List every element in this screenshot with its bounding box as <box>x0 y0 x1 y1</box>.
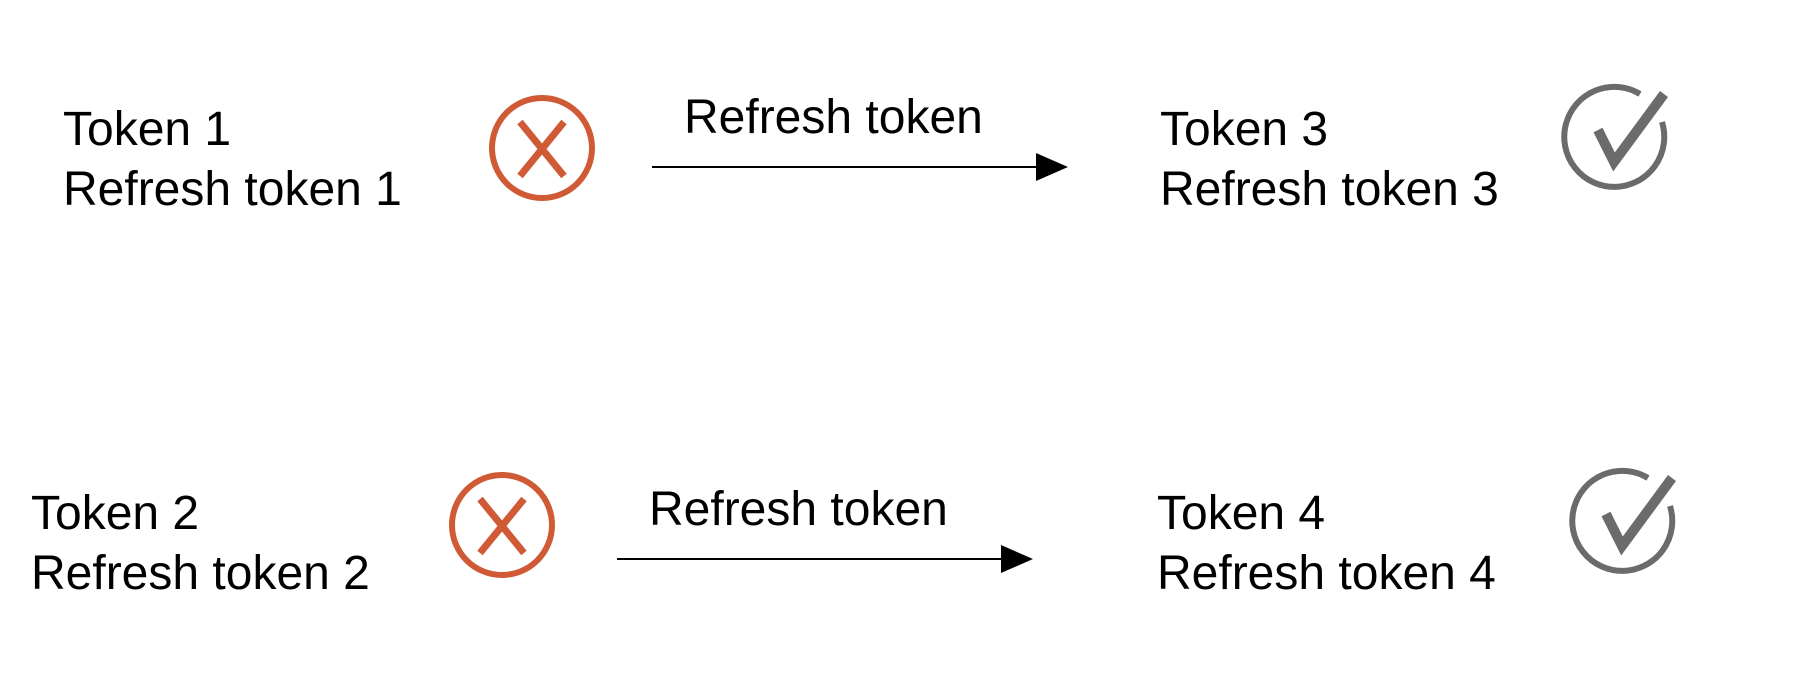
new-token-label: Token 3 <box>1160 103 1329 156</box>
old-token-block: Token 2 Refresh token 2 <box>31 484 370 604</box>
new-token-block: Token 4 Refresh token 4 <box>1157 484 1496 604</box>
old-refresh-token-label: Refresh token 1 <box>63 163 402 216</box>
old-token-block: Token 1 Refresh token 1 <box>63 100 402 220</box>
refresh-arrow <box>652 152 1068 182</box>
x-circle-icon <box>446 469 558 581</box>
refresh-arrow <box>617 544 1033 574</box>
old-token-label: Token 2 <box>31 487 200 540</box>
new-refresh-token-label: Refresh token 4 <box>1157 547 1496 600</box>
new-token-label: Token 4 <box>1157 487 1326 540</box>
refresh-action-label: Refresh token <box>649 483 948 536</box>
old-token-label: Token 1 <box>63 103 232 156</box>
check-circle-icon <box>1569 467 1684 580</box>
refresh-action-label: Refresh token <box>684 91 983 144</box>
check-circle-icon <box>1561 83 1676 196</box>
old-refresh-token-label: Refresh token 2 <box>31 547 370 600</box>
new-token-block: Token 3 Refresh token 3 <box>1160 100 1499 220</box>
new-refresh-token-label: Refresh token 3 <box>1160 163 1499 216</box>
x-circle-icon <box>486 92 598 204</box>
